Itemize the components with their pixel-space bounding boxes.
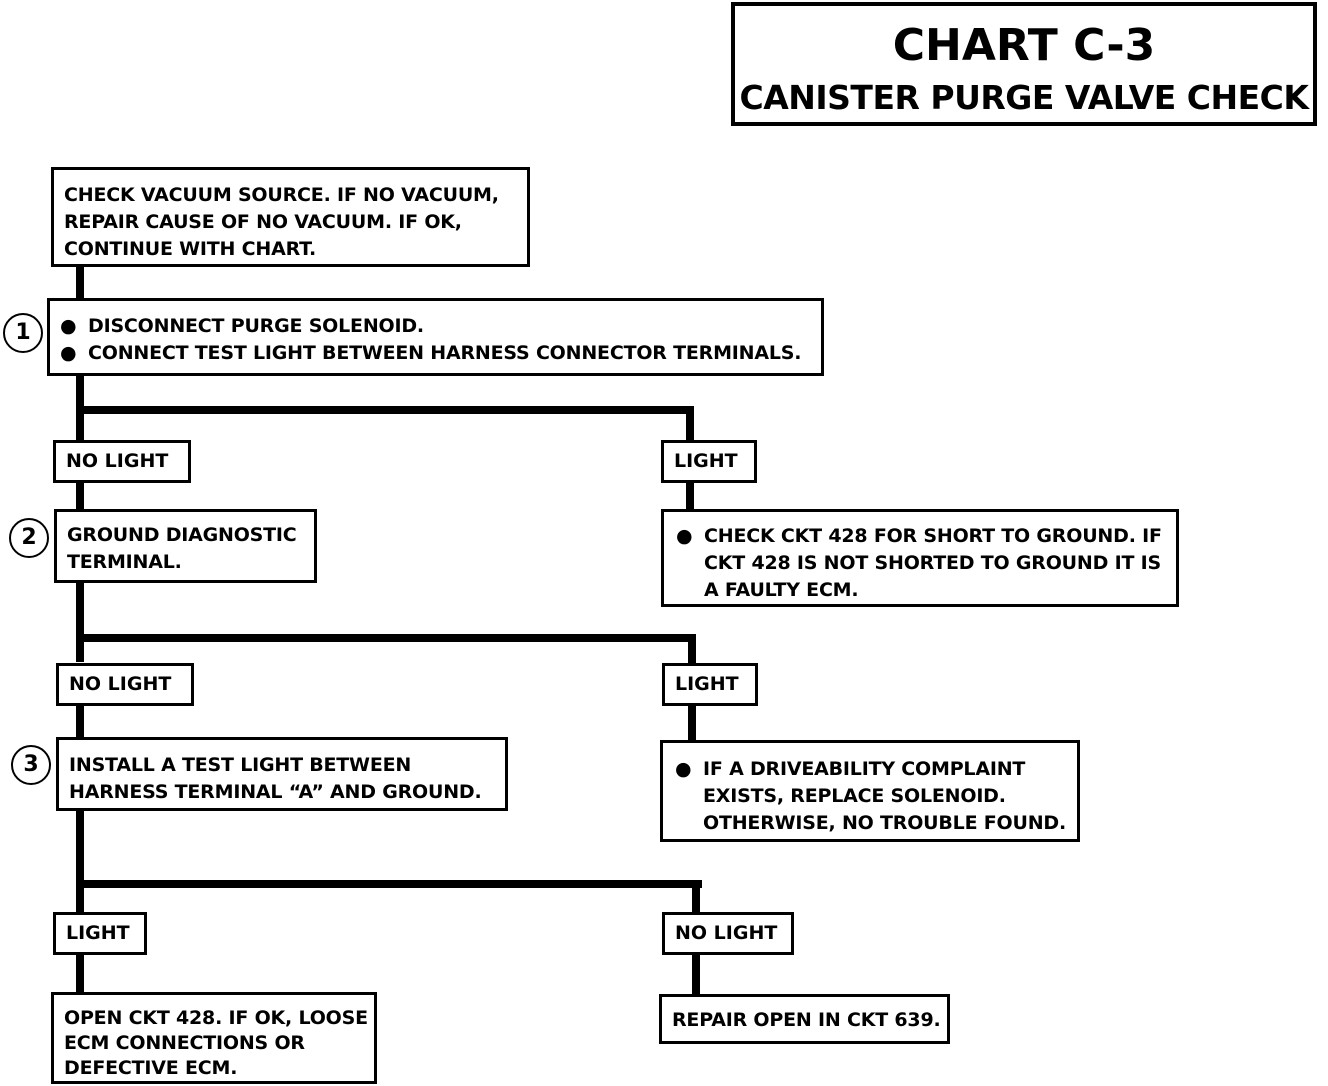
branch1-result-line-2: CKT 428 IS NOT SHORTED TO GROUND IT IS: [704, 552, 1161, 574]
branch2-result-line-3: OTHERWISE, NO TROUBLE FOUND.: [703, 812, 1067, 834]
branch3-light-result-box: OPEN CKT 428. IF OK, LOOSE ECM CONNECTIO…: [51, 992, 377, 1084]
connector: [76, 481, 84, 511]
branch1-light-label: LIGHT: [661, 440, 757, 483]
connector: [76, 634, 696, 642]
connector: [76, 704, 84, 740]
step-number-2: 2: [9, 518, 49, 558]
branch3-light-label: LIGHT: [53, 912, 147, 955]
connector: [686, 406, 694, 442]
branch3-left-line-3: DEFECTIVE ECM.: [64, 1057, 238, 1079]
chart-subtitle: CANISTER PURGE VALVE CHECK: [739, 78, 1309, 117]
connector: [692, 880, 700, 914]
step-number-1: 1: [3, 313, 43, 353]
branch3-no-light-label: NO LIGHT: [662, 912, 794, 955]
connector: [688, 704, 696, 744]
branch3-left-line-2: ECM CONNECTIONS OR: [64, 1032, 305, 1054]
branch2-light-result-box: ● IF A DRIVEABILITY COMPLAINT EXISTS, REP…: [660, 740, 1080, 842]
chart-title-box: CHART C-3 CANISTER PURGE VALVE CHECK: [731, 2, 1317, 126]
step2-box: GROUND DIAGNOSTIC TERMINAL.: [54, 509, 317, 583]
step1-box: ● DISCONNECT PURGE SOLENOID. ● CONNECT TES…: [47, 298, 824, 376]
branch1-light-result-box: ● CHECK CKT 428 FOR SHORT TO GROUND. IF C…: [661, 509, 1179, 607]
connector: [76, 406, 694, 414]
start-line-1: CHECK VACUUM SOURCE. IF NO VACUUM,: [64, 184, 499, 206]
connector: [692, 955, 700, 997]
connector: [76, 880, 702, 888]
chart-title: CHART C-3: [892, 20, 1156, 71]
branch2-light-label: LIGHT: [662, 663, 758, 706]
connector: [76, 264, 84, 302]
branch2-result-line-2: EXISTS, REPLACE SOLENOID.: [703, 785, 1006, 807]
branch1-no-light-label: NO LIGHT: [53, 440, 191, 483]
step1-bullet-2: CONNECT TEST LIGHT BETWEEN HARNESS CONNE…: [88, 342, 802, 364]
step2-line-2: TERMINAL.: [67, 551, 182, 573]
connector: [688, 634, 696, 664]
step3-line-1: INSTALL A TEST LIGHT BETWEEN: [69, 754, 412, 776]
bullet-icon: ●: [60, 342, 77, 364]
step3-box: INSTALL A TEST LIGHT BETWEEN HARNESS TER…: [56, 737, 508, 811]
start-line-3: CONTINUE WITH CHART.: [64, 238, 317, 260]
connector: [76, 953, 84, 995]
bullet-icon: ●: [675, 758, 692, 780]
branch2-result-line-1: IF A DRIVEABILITY COMPLAINT: [703, 758, 1026, 780]
step3-line-2: HARNESS TERMINAL “A” AND GROUND.: [69, 781, 482, 803]
start-box: CHECK VACUUM SOURCE. IF NO VACUUM, REPAI…: [51, 167, 530, 267]
branch1-result-line-1: CHECK CKT 428 FOR SHORT TO GROUND. IF: [704, 525, 1162, 547]
step-number-3: 3: [11, 745, 51, 785]
branch2-no-light-label: NO LIGHT: [56, 663, 194, 706]
connector: [686, 481, 694, 511]
branch3-left-line-1: OPEN CKT 428. IF OK, LOOSE: [64, 1007, 368, 1029]
branch3-right-result: REPAIR OPEN IN CKT 639.: [672, 1009, 941, 1031]
connector: [76, 808, 84, 914]
step2-line-1: GROUND DIAGNOSTIC: [67, 524, 297, 546]
bullet-icon: ●: [60, 315, 77, 337]
start-line-2: REPAIR CAUSE OF NO VACUUM. IF OK,: [64, 211, 462, 233]
branch3-no-light-result-box: REPAIR OPEN IN CKT 639.: [659, 994, 950, 1044]
bullet-icon: ●: [676, 525, 693, 547]
connector: [76, 580, 84, 662]
step1-bullet-1: DISCONNECT PURGE SOLENOID.: [88, 315, 424, 337]
branch1-result-line-3: A FAULTY ECM.: [704, 579, 859, 601]
